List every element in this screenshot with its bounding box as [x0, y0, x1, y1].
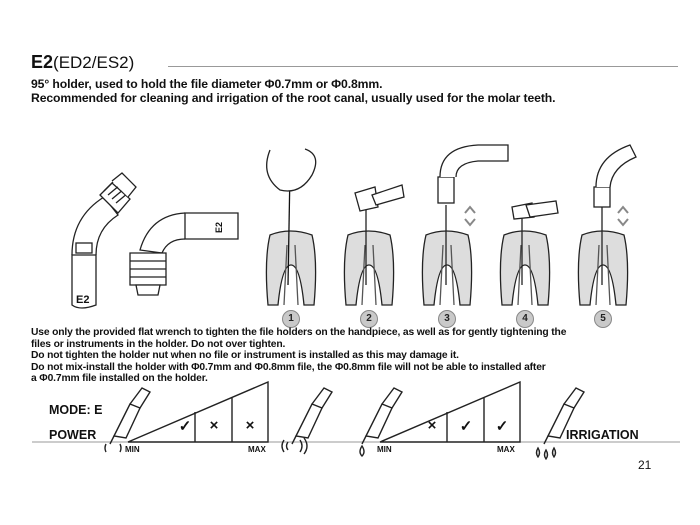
handpiece-low-irrigation-icon	[359, 387, 404, 457]
tooth-step-4-icon	[499, 200, 559, 306]
tooth-step-5-icon	[577, 144, 637, 306]
irrigation-mark-2: ✓	[459, 418, 473, 435]
irrigation-mark-1: ×	[427, 417, 437, 434]
tooth-step-1-icon	[265, 148, 317, 306]
irrigation-scale-triangle	[379, 380, 521, 443]
description: 95° holder, used to hold the file diamet…	[31, 77, 556, 105]
irrigation-min-label: MIN	[377, 445, 392, 454]
step-number-5: 5	[594, 310, 612, 328]
holder-label-right: E2	[214, 222, 224, 233]
irrigation-max-label: MAX	[497, 445, 515, 454]
section-title: E2(ED2/ES2)	[31, 52, 134, 73]
power-min-label: MIN	[125, 445, 140, 454]
irrigation-label: IRRIGATION	[566, 428, 639, 442]
power-label: POWER	[49, 428, 97, 442]
holder-e2-vertical-icon	[71, 172, 137, 309]
tooth-step-3-icon	[421, 144, 509, 306]
step-number-1: 1	[282, 310, 300, 328]
page-number: 21	[638, 458, 652, 472]
tooth-step-2-icon	[343, 184, 405, 306]
note-line-1: Use only the provided flat wrench to tig…	[31, 327, 567, 338]
title-rule	[168, 66, 678, 67]
instructions: Use only the provided flat wrench to tig…	[31, 327, 671, 385]
model-name: E2	[31, 52, 54, 72]
step-number-3: 3	[438, 310, 456, 328]
handpiece-high-power-icon	[281, 387, 334, 455]
mode-diagram	[32, 380, 680, 461]
handpiece-high-irrigation-icon	[535, 387, 586, 461]
description-line-1: 95° holder, used to hold the file diamet…	[31, 77, 383, 91]
power-scale-triangle	[127, 380, 269, 443]
holder-e2-horizontal-icon	[129, 212, 239, 296]
description-line-2: Recommended for cleaning and irrigation …	[31, 91, 556, 105]
power-mark-2: ×	[209, 417, 219, 434]
handpiece-low-power-icon	[104, 387, 152, 453]
note-line-5: a Φ0.7mm file installed on the holder.	[31, 373, 208, 384]
power-mark-3: ×	[245, 417, 255, 434]
power-mark-1: ✓	[178, 418, 192, 435]
power-max-label: MAX	[248, 445, 266, 454]
step-number-2: 2	[360, 310, 378, 328]
holder-label-left: E2	[76, 294, 89, 306]
model-variants: (ED2/ES2)	[53, 53, 135, 72]
note-line-3: Do not tighten the holder nut when no fi…	[31, 350, 459, 361]
mode-label: MODE: E	[49, 403, 103, 417]
note-line-2: files or instruments in the holder. Do n…	[31, 338, 286, 350]
irrigation-mark-3: ✓	[495, 418, 509, 435]
note-line-4: Do not mix-install the holder with Φ0.7m…	[31, 361, 546, 373]
step-number-4: 4	[516, 310, 534, 328]
installation-illustration: E2 E2	[71, 144, 637, 309]
